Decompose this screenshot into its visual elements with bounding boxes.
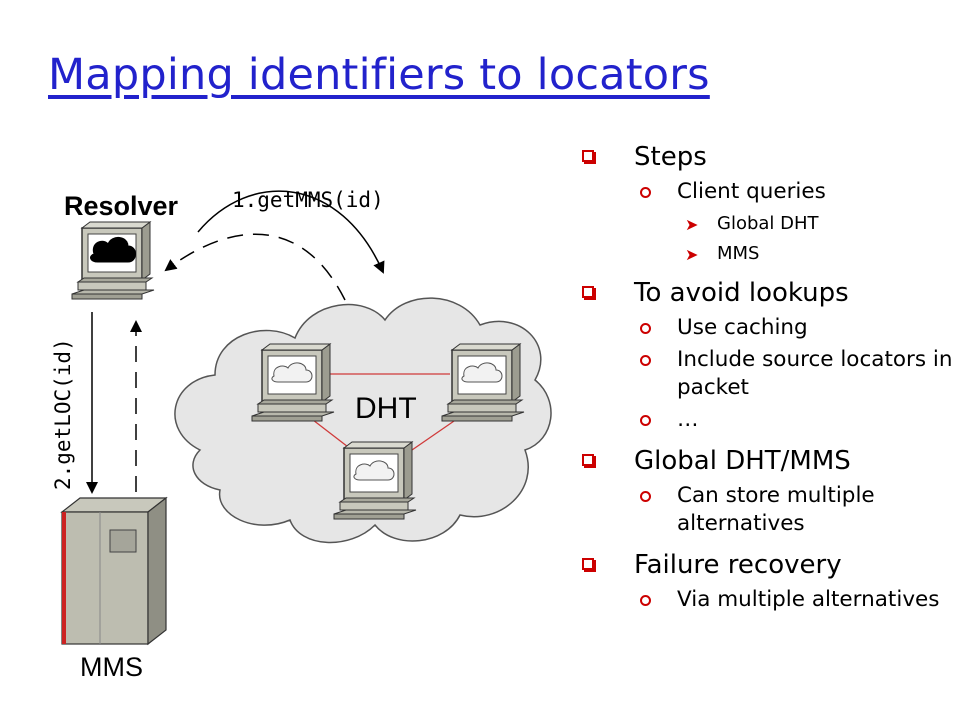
bullet-list: Steps Client queries ➤ Global DHT ➤ MMS: [576, 140, 956, 614]
sub-bullet: …: [634, 406, 956, 434]
circle-bullet-icon: [640, 187, 651, 198]
sub-bullet: Use caching: [634, 314, 956, 342]
sub-bullet: Client queries ➤ Global DHT ➤ MMS: [634, 178, 956, 266]
bullet-global-dht-mms: Global DHT/MMS Can store multiple altern…: [576, 444, 956, 538]
bullet-failure-recovery: Failure recovery Via multiple alternativ…: [576, 548, 956, 614]
slide-title: Mapping identifiers to locators: [48, 50, 710, 100]
sub-sub-bullet: ➤ Global DHT: [685, 213, 819, 234]
mms-reply-arrow: [164, 233, 346, 301]
square-bullet-icon: [582, 558, 596, 572]
dht-node-computer-icon: [441, 343, 525, 422]
mms-label: MMS: [80, 652, 143, 682]
arrow-top-label: 1.getMMS(id): [232, 188, 384, 212]
bullet-avoid-lookups: To avoid lookups Use caching Include sou…: [576, 276, 956, 434]
arrow-left-label: 2.getLOC(id): [51, 338, 75, 490]
square-bullet-icon: [582, 286, 596, 300]
dht-node-computer-icon: [333, 441, 417, 520]
query-mms-arrow: [197, 190, 385, 274]
circle-bullet-icon: [640, 491, 651, 502]
circle-bullet-icon: [640, 323, 651, 334]
sub-sub-bullet: ➤ MMS: [685, 243, 760, 264]
sub-bullet: Include source locators in packet: [634, 346, 956, 402]
circle-bullet-icon: [640, 415, 651, 426]
resolver-label: Resolver: [64, 191, 179, 221]
network-diagram: Resolver DHT MMS 1.getMMS(id) 2.getLOC(i…: [51, 188, 552, 682]
arrowhead-bullet-icon: ➤: [685, 245, 699, 264]
sub-bullet: Via multiple alternatives: [634, 586, 956, 614]
arrowhead-bullet-icon: ➤: [685, 215, 699, 234]
mms-server-icon: [60, 496, 168, 646]
bullet-steps: Steps Client queries ➤ Global DHT ➤ MMS: [576, 140, 956, 266]
dht-label: DHT: [355, 392, 417, 425]
sub-bullet: Can store multiple alternatives: [634, 482, 956, 538]
square-bullet-icon: [582, 150, 596, 164]
circle-bullet-icon: [640, 595, 651, 606]
circle-bullet-icon: [640, 355, 651, 366]
dht-node-computer-icon: [251, 343, 335, 422]
resolver-computer-icon: [71, 221, 155, 300]
square-bullet-icon: [582, 454, 596, 468]
